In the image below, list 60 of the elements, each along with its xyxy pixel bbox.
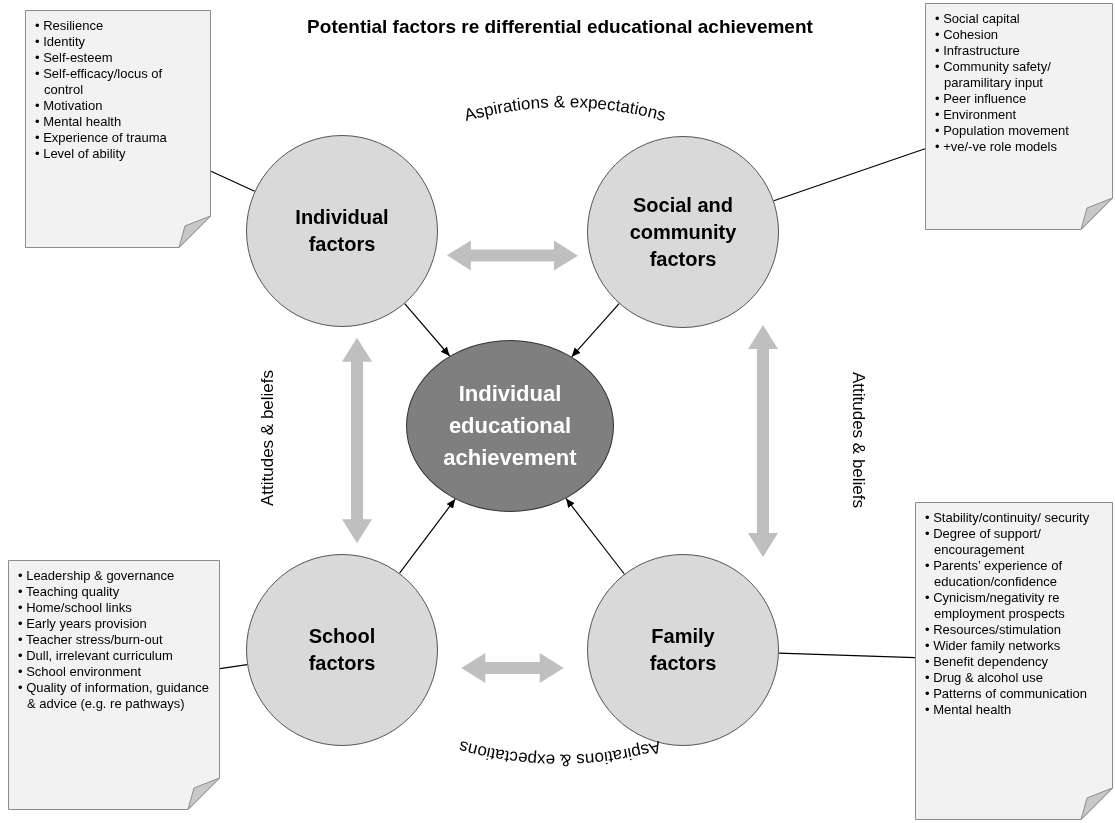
bullet-item: • Infrastructure bbox=[935, 43, 1021, 59]
bullet-item: • +ve/-ve role models bbox=[935, 139, 1057, 155]
bullet-item: • Experience of trauma bbox=[35, 130, 167, 146]
arrow bbox=[399, 498, 456, 574]
bullet-item: • Resources/stimulation bbox=[925, 622, 1062, 638]
double-arrow bbox=[446, 240, 578, 271]
arrow bbox=[404, 303, 451, 357]
bullet-item: • Cohesion bbox=[935, 27, 999, 43]
bullet-item: • Level of ability bbox=[35, 146, 126, 162]
bullet-item: • Leadership & governance bbox=[18, 568, 175, 584]
node-label: Individual factors bbox=[294, 205, 390, 257]
diagram-title: Potential factors re differential educational achievement bbox=[306, 16, 814, 38]
bullet-item: • Parents’ experience of education/confidence bbox=[925, 558, 1064, 590]
node-label: Social and community factors bbox=[628, 192, 738, 272]
bullet-item: • Wider family networks bbox=[925, 638, 1061, 654]
note-card bbox=[25, 10, 211, 248]
double-arrow bbox=[342, 337, 372, 544]
bullet-item: • Resilience bbox=[35, 18, 104, 34]
bullet-item: • Mental health bbox=[35, 114, 122, 130]
leader-line bbox=[219, 664, 248, 670]
double-arrow bbox=[748, 325, 778, 557]
curved-label: Aspirations & expectations bbox=[456, 737, 663, 770]
note-card bbox=[925, 3, 1113, 230]
bullet-item: • Early years provision bbox=[18, 616, 147, 632]
bullet-item: • Patterns of communication bbox=[925, 686, 1088, 702]
bullet-item: • Peer influence bbox=[935, 91, 1027, 107]
bullet-item: • Home/school links bbox=[18, 600, 132, 616]
double-arrow bbox=[461, 653, 564, 683]
bullet-item: • Mental health bbox=[925, 702, 1012, 718]
bullet-item: • Community safety/ paramilitary input bbox=[935, 59, 1052, 91]
bullet-item: • Self-esteem bbox=[35, 50, 113, 66]
bullet-item: • Dull, irrelevant curriculum bbox=[18, 648, 173, 664]
bullet-item: • Quality of information, guidance & advice (e.g. re pathways) bbox=[18, 680, 210, 712]
bullet-item: • Identity bbox=[35, 34, 86, 50]
node-label: School factors bbox=[307, 624, 377, 676]
arrow bbox=[565, 497, 625, 575]
note-card bbox=[915, 502, 1113, 820]
bullet-item: • Drug & alcohol use bbox=[925, 670, 1043, 686]
curved-label: Aspirations & expectations bbox=[462, 92, 669, 125]
bullet-item: • Benefit dependency bbox=[925, 654, 1049, 670]
leader-line bbox=[773, 148, 926, 202]
bullet-item: • Environment bbox=[935, 107, 1017, 123]
bullet-item: • Cynicism/negativity re employment prospects bbox=[925, 590, 1066, 622]
leader-line bbox=[210, 170, 256, 192]
node-label: Family factors bbox=[648, 624, 718, 676]
bullet-item: • Motivation bbox=[35, 98, 104, 114]
side-label: Attitudes & beliefs bbox=[848, 371, 868, 509]
side-label: Attitudes & beliefs bbox=[258, 369, 278, 507]
bullet-item: • Self-efficacy/locus of control bbox=[35, 66, 164, 98]
node-label: Individual educational achievement bbox=[442, 380, 578, 472]
bullet-item: • Teacher stress/burn-out bbox=[18, 632, 163, 648]
bullet-item: • School environment bbox=[18, 664, 142, 680]
bullet-item: • Population movement bbox=[935, 123, 1069, 139]
arrow bbox=[571, 303, 620, 358]
bullet-item: • Stability/continuity/ security bbox=[925, 510, 1090, 526]
bullet-item: • Social capital bbox=[935, 11, 1020, 27]
bullet-item: • Teaching quality bbox=[18, 584, 120, 600]
bullet-item: • Degree of support/ encouragement bbox=[925, 526, 1042, 558]
leader-line bbox=[778, 652, 916, 659]
note-card bbox=[8, 560, 220, 810]
